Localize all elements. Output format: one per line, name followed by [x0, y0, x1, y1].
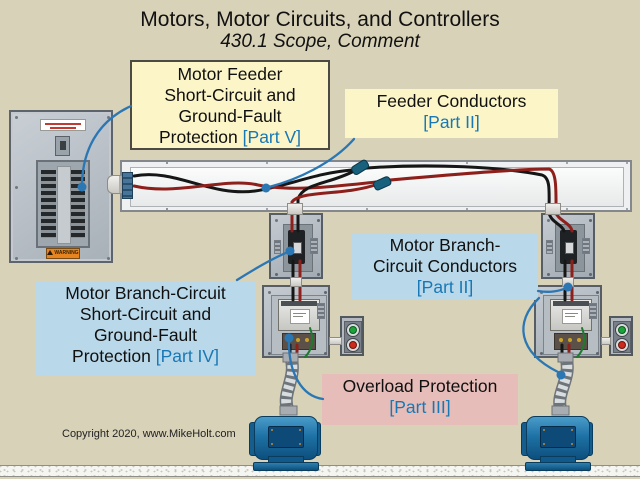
pushbutton-station-1	[340, 316, 364, 356]
diagram-subtitle: 430.1 Scope, Comment	[220, 31, 420, 52]
part-label: [Part II]	[416, 277, 474, 297]
warning-triangle-icon	[47, 250, 54, 256]
callout-text: Feeder Conductors	[376, 91, 527, 111]
copyright-text: Copyright 2020, www.MikeHolt.com	[62, 428, 236, 440]
wireway-screws-bottom	[166, 208, 168, 210]
panel-warning-label: WARNING	[46, 248, 80, 259]
pointer-dots	[77, 182, 573, 380]
callout-branch-circuit-protection: Motor Branch-Circuit Short-Circuit and G…	[35, 281, 256, 376]
callout-motor-feeder-protection: Motor Feeder Short-Circuit and Ground-Fa…	[130, 60, 330, 150]
ground-wires	[304, 327, 586, 358]
motor-junction-box-1	[268, 426, 304, 448]
drop-conduit-1	[287, 203, 303, 215]
wireway-screws-top	[166, 162, 168, 164]
nipple-1	[290, 277, 302, 287]
feeder-wires	[132, 168, 378, 194]
callout-pointers	[80, 104, 568, 401]
label-line	[45, 123, 81, 125]
stop-button-red-2	[615, 338, 629, 352]
motor-junction-box-2	[540, 426, 576, 448]
branch-breaker-1	[288, 230, 305, 264]
callout-text: Motor Branch-Circuit Short-Circuit and G…	[65, 283, 226, 366]
contactor-1	[278, 299, 320, 331]
part-label: [Part V]	[242, 127, 302, 147]
part-label: [Part III]	[389, 397, 451, 417]
callout-feeder-conductors: Feeder Conductors [Part II]	[345, 89, 558, 138]
motor-2	[521, 410, 593, 471]
callout-text: Motor Branch- Circuit Conductors	[373, 235, 517, 276]
wire-connector-icons	[351, 159, 392, 191]
start-button-green-1	[346, 323, 360, 337]
pushbutton-conduit-2	[601, 337, 611, 345]
part-label: [Part IV]	[155, 346, 219, 366]
panel-schedule-label	[40, 119, 86, 131]
breaker-column-left	[41, 170, 56, 238]
wireway-bushing	[122, 172, 133, 199]
start-button-green-2	[615, 323, 629, 337]
flex-conduit-2	[551, 352, 574, 416]
part-label: [Part II]	[423, 112, 480, 132]
pushbutton-conduit-1	[329, 337, 342, 345]
callout-text: Motor Feeder Short-Circuit and Ground-Fa…	[158, 64, 296, 147]
warning-text: WARNING	[54, 250, 79, 256]
branch-breaker-2	[560, 230, 577, 264]
panel-screws	[15, 116, 18, 119]
motor-1	[249, 410, 321, 471]
panel-main-breaker	[55, 136, 70, 156]
callout-branch-circuit-conductors: Motor Branch- Circuit Conductors [Part I…	[352, 233, 538, 300]
pushbutton-station-2	[609, 316, 633, 356]
diagram-title: Motors, Motor Circuits, and Controllers	[140, 8, 500, 31]
stop-button-red-1	[346, 338, 360, 352]
callout-text: Overload Protection	[342, 376, 498, 396]
callout-overload-protection: Overload Protection [Part III]	[322, 374, 518, 425]
floor	[0, 465, 640, 477]
drop-conduit-2	[545, 203, 561, 215]
label-line	[50, 127, 76, 129]
branch-breaker-enclosure-1	[269, 213, 323, 279]
panel-cover-strip	[57, 166, 71, 244]
